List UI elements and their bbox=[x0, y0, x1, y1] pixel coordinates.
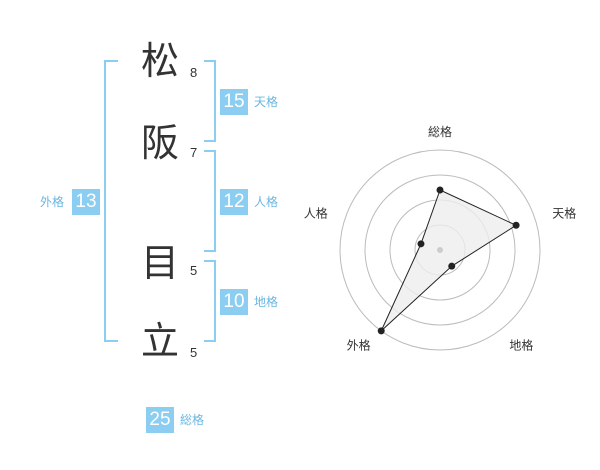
radar-point-2 bbox=[512, 221, 520, 229]
stroke-count-3: 5 bbox=[190, 263, 198, 278]
stroke-count-2: 7 bbox=[190, 145, 198, 160]
radar-point-1 bbox=[436, 186, 444, 194]
name-char-4: 立 bbox=[140, 319, 179, 363]
stroke-count-1: 8 bbox=[190, 65, 198, 80]
gaikaku-label: 外格 bbox=[40, 195, 65, 209]
radar-axis-label-2: 天格 bbox=[552, 206, 576, 221]
stroke-count-4: 5 bbox=[190, 345, 198, 360]
chikaku-bracket bbox=[204, 260, 216, 342]
chikaku-value: 10 bbox=[220, 289, 248, 315]
radar-point-4 bbox=[377, 327, 385, 335]
jinkaku-value: 12 bbox=[220, 189, 248, 215]
tenkaku-value: 15 bbox=[220, 89, 248, 115]
name-char-1: 松 bbox=[140, 39, 179, 83]
radar-point-3 bbox=[448, 262, 456, 270]
tenkaku-bracket bbox=[204, 60, 216, 142]
name-char-2: 阪 bbox=[140, 121, 179, 165]
soukaku-value: 25 bbox=[146, 407, 174, 433]
radar-axis-label-4: 外格 bbox=[347, 337, 371, 352]
jinkaku-label: 人格 bbox=[254, 195, 279, 209]
chikaku-label: 地格 bbox=[254, 295, 279, 309]
gaikaku-bracket bbox=[104, 60, 118, 342]
radar-axis-label-5: 人格 bbox=[304, 206, 328, 221]
radar-ring-4 bbox=[339, 149, 541, 351]
radar-center bbox=[437, 247, 443, 253]
tenkaku-label: 天格 bbox=[254, 95, 279, 109]
radar-axis-label-3: 地格 bbox=[509, 337, 533, 352]
radar-polygon bbox=[380, 189, 518, 332]
soukaku-label: 総格 bbox=[180, 413, 205, 427]
radar-point-5 bbox=[417, 240, 425, 248]
gaikaku-value: 13 bbox=[72, 189, 100, 215]
radar-axis-label-1: 総格 bbox=[428, 124, 452, 139]
radar-ring-3 bbox=[364, 174, 516, 326]
jinkaku-bracket bbox=[204, 150, 216, 252]
name-char-3: 目 bbox=[140, 241, 179, 285]
